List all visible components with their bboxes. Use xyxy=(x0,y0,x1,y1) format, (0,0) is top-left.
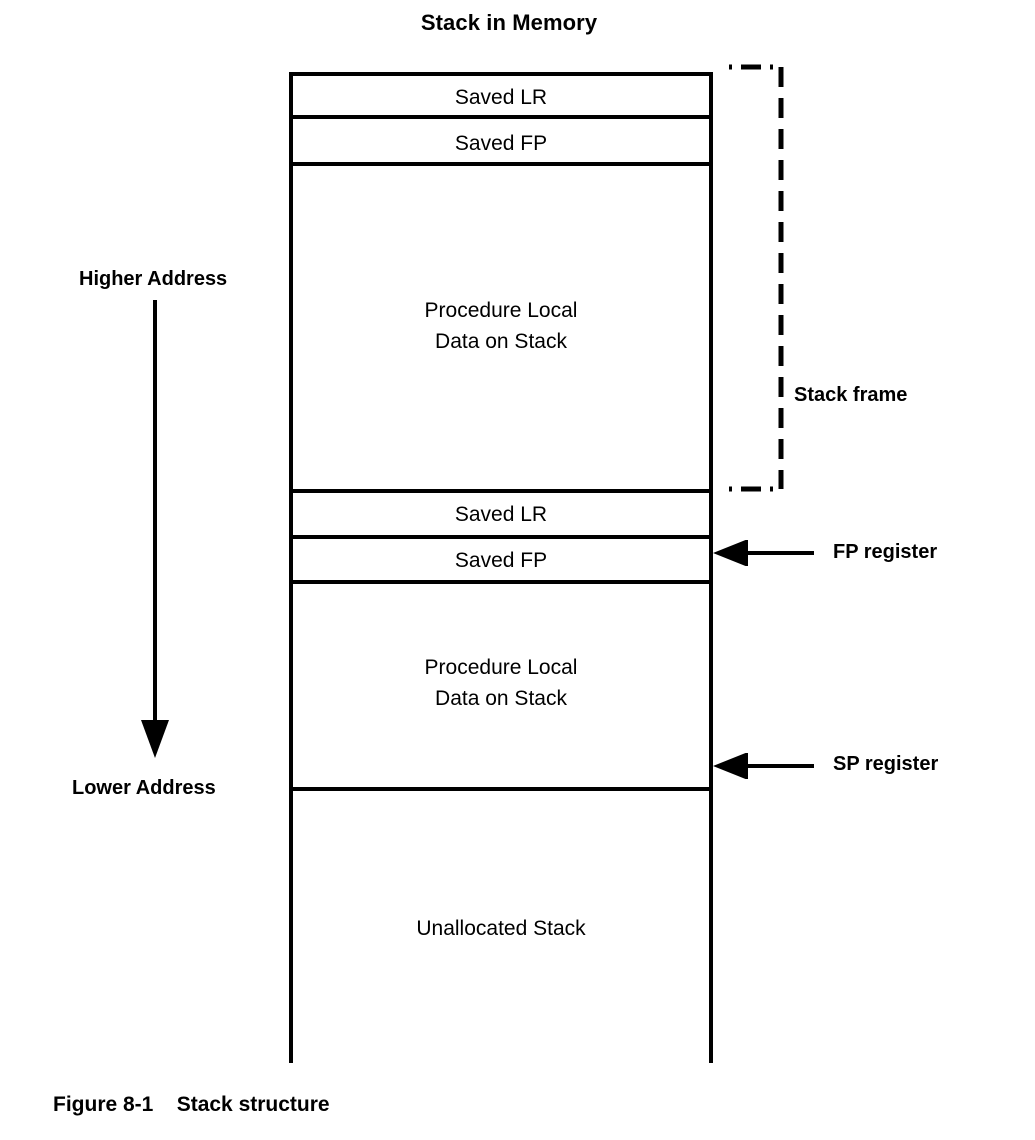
divider-proc-local-outer xyxy=(289,489,713,493)
cell-label-procedure-local-outer: Procedure Local Data on Stack xyxy=(424,299,578,353)
divider-saved-lr-outer xyxy=(289,115,713,119)
divider-saved-lr-inner xyxy=(289,535,713,539)
figure-caption: Figure 8-1 Stack structure xyxy=(53,1093,330,1116)
divider-saved-fp-inner xyxy=(289,580,713,584)
diagram-title: Stack in Memory xyxy=(0,10,1035,36)
address-direction-arrow-icon xyxy=(132,300,178,760)
cell-label-saved-lr-inner: Saved LR xyxy=(454,503,548,526)
cell-label-procedure-local-inner: Procedure Local Data on Stack xyxy=(424,656,578,710)
lower-address-label: Lower Address xyxy=(72,777,216,799)
cell-label-unallocated-stack: Unallocated Stack xyxy=(416,917,586,940)
stack-frame-bracket-icon xyxy=(725,60,789,496)
cell-label-saved-lr-outer: Saved LR xyxy=(454,86,548,109)
sp-register-arrow-icon xyxy=(710,752,820,780)
divider-sp-boundary xyxy=(289,787,713,791)
stack-column: Saved LR Saved FP Procedure Local Data o… xyxy=(289,72,713,1063)
diagram-title-text: Stack in Memory xyxy=(420,10,598,35)
sp-register-label: SP register xyxy=(833,753,939,775)
stack-right-rail xyxy=(709,72,713,1063)
higher-address-label: Higher Address xyxy=(79,268,228,290)
stack-left-rail xyxy=(289,72,293,1063)
cell-label-saved-fp-inner: Saved FP xyxy=(454,549,548,572)
cell-label-saved-fp-outer: Saved FP xyxy=(454,132,548,155)
stack-frame-label: Stack frame xyxy=(794,384,908,406)
fp-register-arrow-icon xyxy=(710,539,820,567)
fp-register-label: FP register xyxy=(833,541,938,563)
divider-saved-fp-outer xyxy=(289,162,713,166)
stack-top-border xyxy=(289,72,713,76)
